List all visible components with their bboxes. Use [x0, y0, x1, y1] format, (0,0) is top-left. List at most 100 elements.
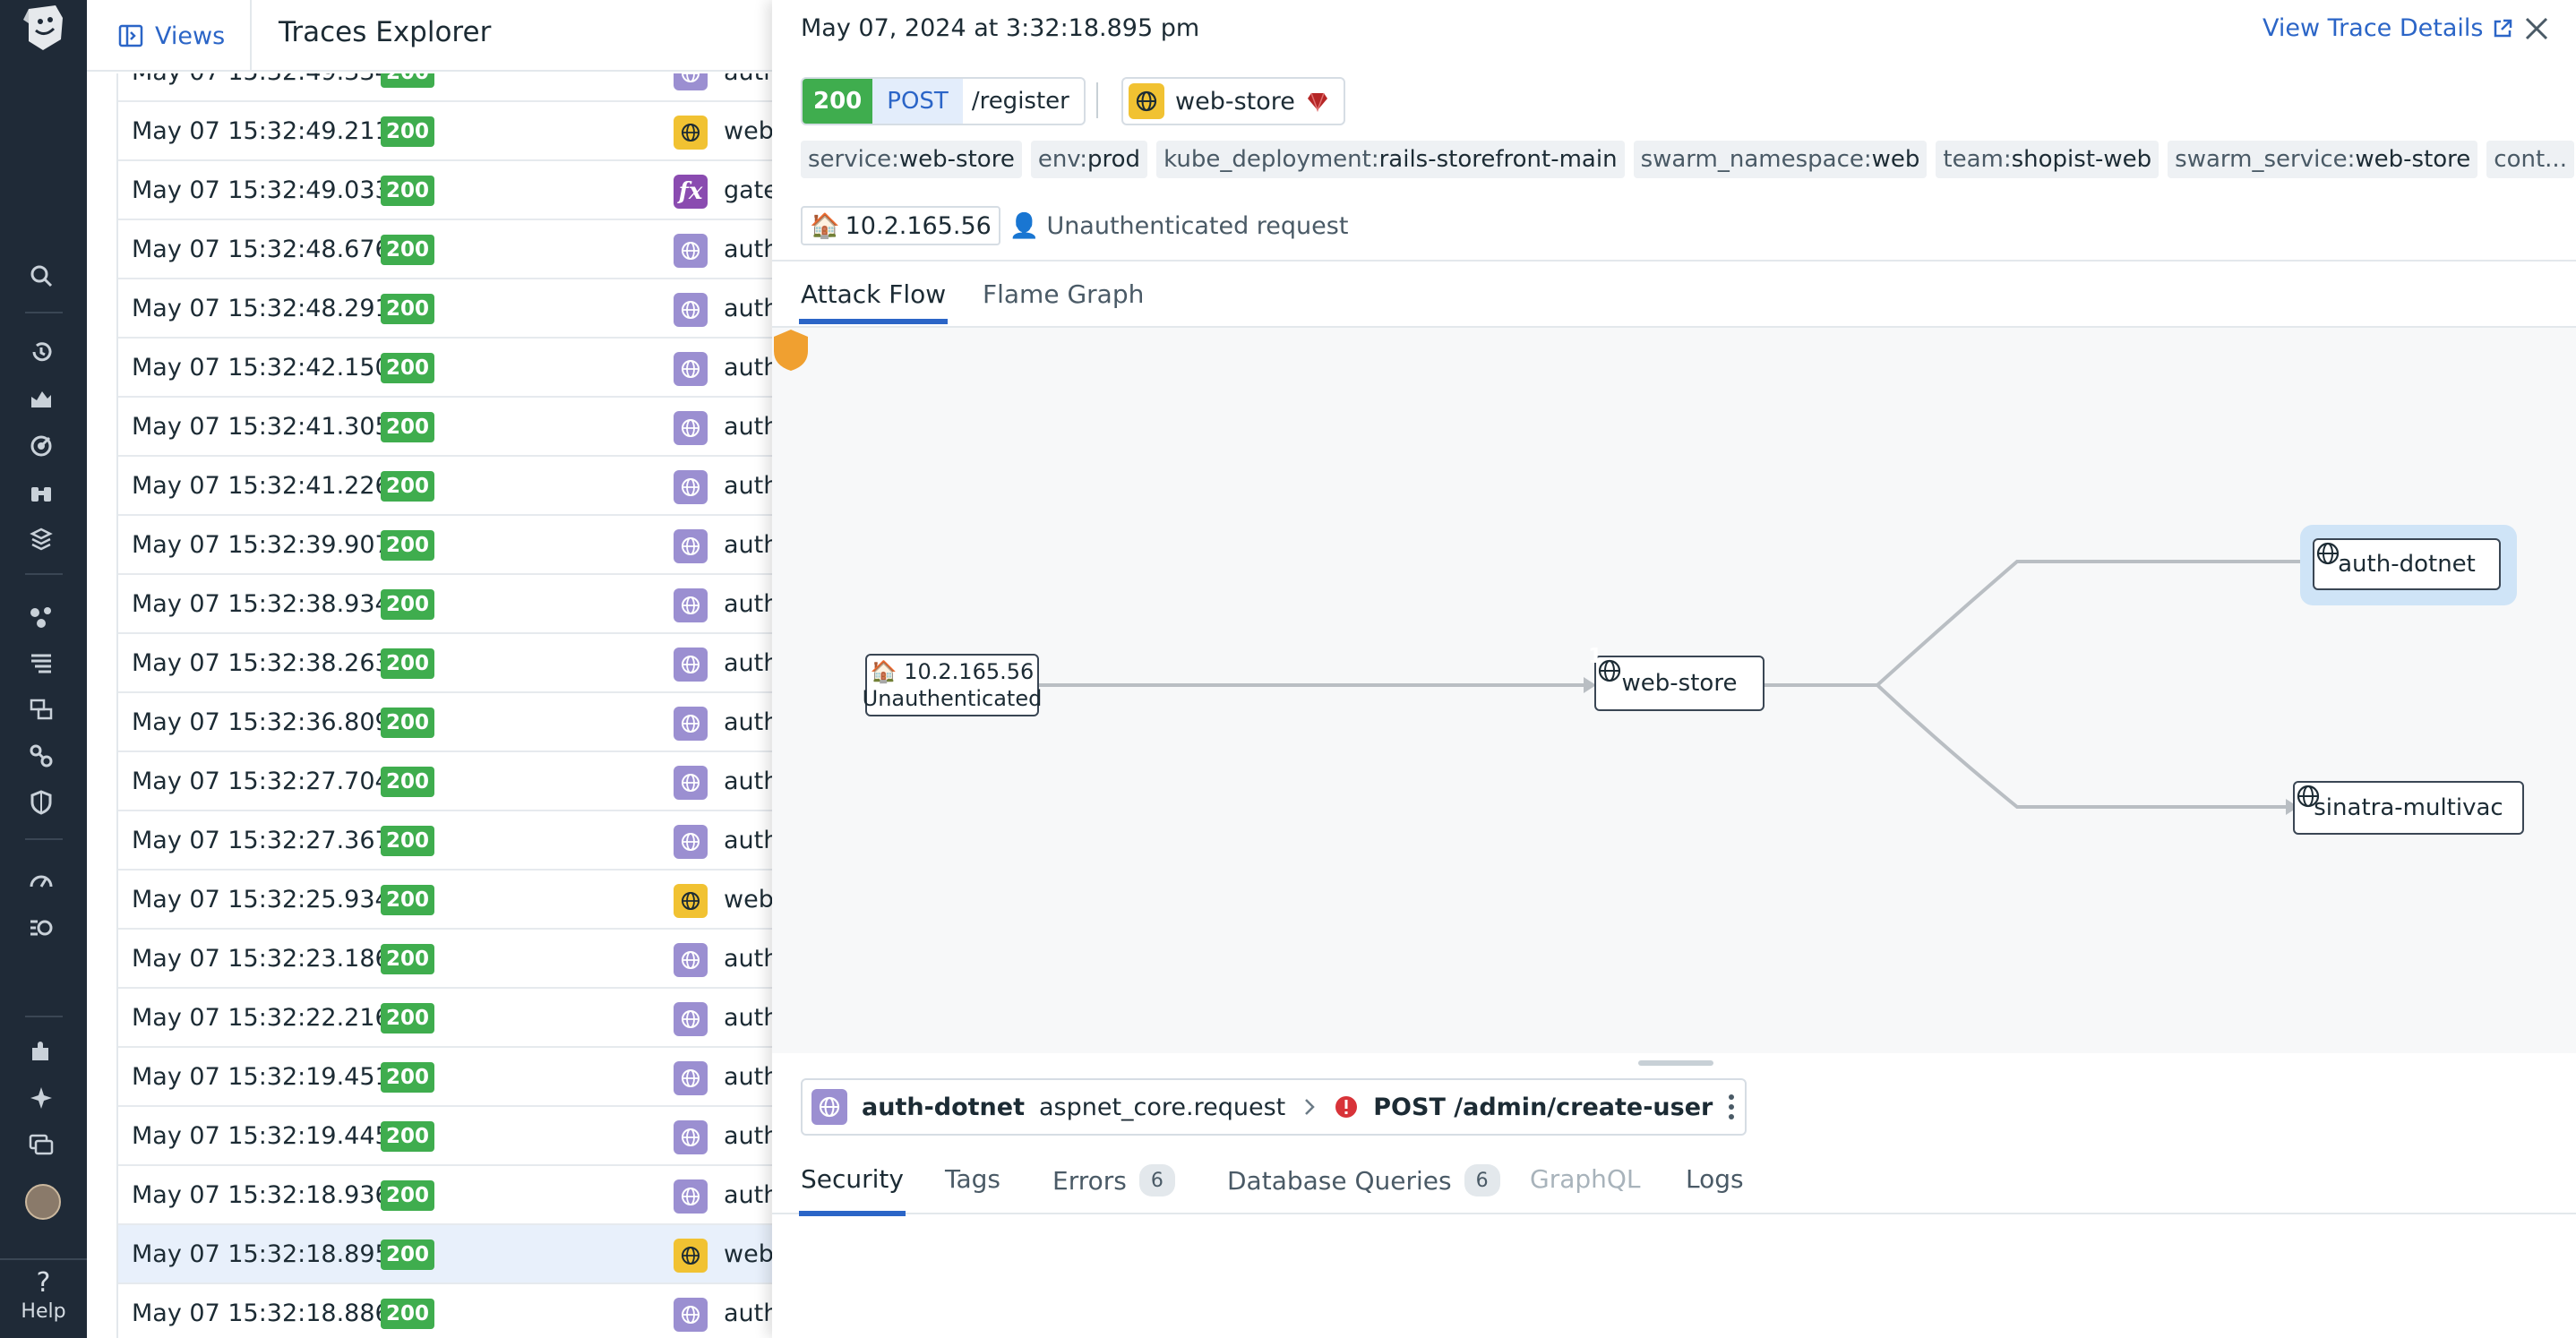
table-row[interactable]: May 07 15:32:18.895200web-	[118, 1225, 772, 1284]
table-row[interactable]: May 07 15:32:49.211200web-	[118, 102, 772, 161]
table-row[interactable]: May 07 15:32:49.334200auth	[118, 73, 772, 102]
view-trace-details-link[interactable]: View Trace Details	[2263, 14, 2513, 42]
row-service: auth	[724, 294, 772, 322]
span-operation: aspnet_core.request	[1039, 1093, 1286, 1121]
table-row[interactable]: May 07 15:32:36.809200auth	[118, 693, 772, 752]
tab-attack-flow[interactable]: Attack Flow	[798, 279, 949, 324]
table-row[interactable]: May 07 15:32:48.291200auth	[118, 279, 772, 339]
row-service: auth	[724, 589, 772, 618]
more-options-icon[interactable]	[1727, 1092, 1736, 1122]
binoculars-icon[interactable]	[23, 475, 59, 510]
table-row[interactable]: May 07 15:32:18.886200auth	[118, 1284, 772, 1338]
table-row[interactable]: May 07 15:32:23.186200auth	[118, 930, 772, 989]
row-status-code: 200	[381, 116, 434, 147]
row-status-code: 200	[381, 826, 434, 856]
apm-icon[interactable]	[23, 691, 59, 727]
globe-icon	[674, 1002, 708, 1036]
globe-icon	[2316, 542, 2340, 565]
row-status-code: 200	[381, 708, 434, 738]
table-row[interactable]: May 07 15:32:22.216200auth	[118, 989, 772, 1048]
row-service: auth	[724, 648, 772, 677]
logs-icon[interactable]	[23, 645, 59, 681]
tag-chip[interactable]: swarm_namespace:web	[1633, 141, 1928, 178]
security-icon[interactable]	[23, 785, 59, 820]
flow-node-client-ip[interactable]: 🏠 10.2.165.56 Unauthenticated	[863, 654, 1042, 716]
user-avatar[interactable]	[25, 1184, 61, 1220]
tab-graphql[interactable]: GraphQL	[1530, 1164, 1641, 1194]
table-row[interactable]: May 07 15:32:48.676200auth	[118, 220, 772, 279]
flow-node-sinatra-multivac[interactable]: sinatra-multivac	[2293, 781, 2524, 835]
tag-chip[interactable]: cont...	[2486, 141, 2574, 178]
globe-icon	[674, 411, 708, 445]
tag-chip[interactable]: env:prod	[1030, 141, 1148, 178]
errors-count: 6	[1138, 1164, 1175, 1196]
globe-icon	[811, 1089, 847, 1125]
tag-chip[interactable]: team:shopist-web	[1936, 141, 2160, 178]
row-service: web-	[724, 116, 772, 145]
table-row[interactable]: May 07 15:32:41.305200auth	[118, 398, 772, 457]
table-row[interactable]: May 07 15:32:38.934200auth	[118, 575, 772, 634]
search-icon[interactable]	[23, 258, 59, 294]
flow-node-ip: 10.2.165.56	[904, 659, 1035, 684]
help-button[interactable]: ? Help	[0, 1258, 87, 1338]
globe-icon	[674, 1298, 708, 1332]
table-row[interactable]: May 07 15:32:27.367200auth	[118, 811, 772, 871]
resize-handle[interactable]	[1638, 1060, 1713, 1066]
close-panel-button[interactable]	[2520, 13, 2556, 48]
synthetics-icon[interactable]	[23, 910, 59, 946]
flow-node-web-store[interactable]: web-store	[1594, 656, 1765, 711]
tab-security[interactable]: Security	[799, 1164, 906, 1216]
dashboards-icon[interactable]	[23, 381, 59, 416]
table-row[interactable]: May 07 15:32:25.934200web-	[118, 871, 772, 930]
globe-icon	[2297, 785, 2320, 808]
link-icon[interactable]	[23, 738, 59, 774]
table-row[interactable]: May 07 15:32:38.263200auth	[118, 634, 772, 693]
table-row[interactable]: May 07 15:32:19.451200auth	[118, 1048, 772, 1107]
table-row[interactable]: May 07 15:32:19.445200auth	[118, 1107, 772, 1166]
integrations-icon[interactable]	[23, 521, 59, 557]
notebooks-icon[interactable]	[23, 1127, 59, 1162]
house-icon: 🏠	[870, 659, 897, 684]
table-row[interactable]: May 07 15:32:42.150200auth	[118, 339, 772, 398]
flow-node-auth-dotnet[interactable]: auth-dotnet	[2313, 538, 2501, 590]
infrastructure-icon[interactable]	[23, 598, 59, 634]
client-ip-chip[interactable]: 🏠 10.2.165.56	[801, 206, 1000, 245]
database-queries-count: 6	[1464, 1164, 1500, 1196]
row-status-code: 200	[381, 235, 434, 265]
history-icon[interactable]	[23, 334, 59, 370]
sparkle-icon[interactable]	[23, 1080, 59, 1116]
tab-logs[interactable]: Logs	[1686, 1164, 1744, 1194]
row-status-code: 200	[381, 1062, 434, 1093]
views-button[interactable]: Views	[117, 18, 225, 54]
row-status-code: 200	[381, 885, 434, 915]
table-row[interactable]: May 07 15:32:18.936200auth	[118, 1166, 772, 1225]
row-timestamp: May 07 15:32:18.895	[132, 1239, 391, 1268]
table-row[interactable]: May 07 15:32:27.704200auth	[118, 752, 772, 811]
tab-tags[interactable]: Tags	[945, 1164, 1000, 1194]
tab-flame-graph[interactable]: Flame Graph	[983, 279, 1145, 309]
auth-status: 👤 Unauthenticated request	[1009, 211, 1349, 241]
help-label: Help	[21, 1300, 66, 1323]
tag-chip[interactable]: swarm_service:web-store	[2168, 141, 2478, 178]
row-service: auth	[724, 1003, 772, 1032]
extensions-icon[interactable]	[23, 1034, 59, 1069]
globe-icon	[1129, 83, 1164, 119]
client-ip-row: 🏠 10.2.165.56 👤 Unauthenticated request	[801, 206, 1348, 245]
datadog-logo-icon[interactable]	[16, 0, 72, 56]
table-row[interactable]: May 07 15:32:39.907200auth	[118, 516, 772, 575]
performance-icon[interactable]	[23, 863, 59, 899]
row-timestamp: May 07 15:32:42.150	[132, 353, 391, 382]
tab-logs-label: Logs	[1686, 1164, 1744, 1194]
globe-icon	[674, 293, 708, 327]
tag-key: team:	[1943, 146, 2012, 173]
row-status-code: 200	[381, 1239, 434, 1270]
tag-chip[interactable]: kube_deployment:rails-storefront-main	[1156, 141, 1625, 178]
table-row[interactable]: May 07 15:32:41.226200auth	[118, 457, 772, 516]
client-ip: 10.2.165.56	[845, 211, 992, 240]
monitors-icon[interactable]	[23, 428, 59, 464]
service-chip[interactable]: web-store	[1121, 77, 1345, 125]
tag-chip[interactable]: service:web-store	[801, 141, 1022, 178]
table-row[interactable]: May 07 15:32:49.033200fxgate	[118, 161, 772, 220]
